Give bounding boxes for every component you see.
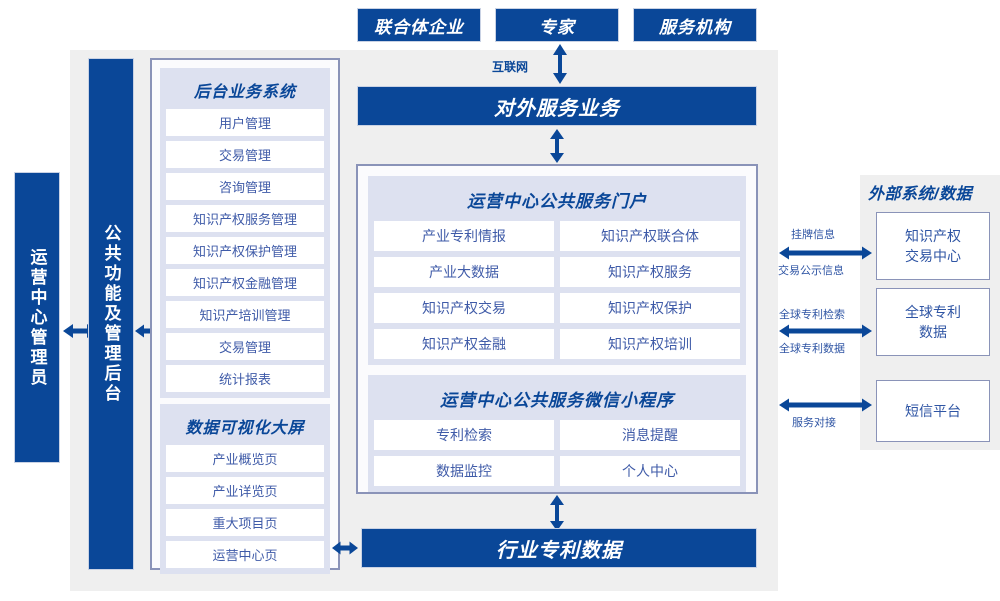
service-cell[interactable]: 知识产权金融	[374, 329, 554, 359]
link-arrow-global-patent	[778, 322, 873, 340]
data-screen-title: 数据可视化大屏	[185, 420, 305, 437]
actor-label: 专家	[539, 17, 575, 37]
link-arrow-ip-exchange	[778, 244, 873, 262]
portal-to-industry-arrow	[545, 494, 569, 532]
service-cell[interactable]: 数据监控	[374, 456, 554, 486]
data-screen-group: 数据可视化大屏 产业概览页产业详览页重大项目页运营中心页	[160, 404, 330, 574]
list-item[interactable]: 知识产权金融管理	[166, 269, 324, 296]
actor-box-service-agency[interactable]: 服务机构	[633, 8, 757, 42]
list-item[interactable]: 交易管理	[166, 141, 324, 168]
external-box-line2: 数据	[919, 324, 947, 340]
internet-label: 互联网	[492, 60, 529, 74]
external-box-line2: 交易中心	[905, 248, 961, 264]
actor-box-expert[interactable]: 专家	[495, 8, 619, 42]
actor-label: 服务机构	[659, 17, 731, 37]
link-label-listing-info: 挂牌信息	[791, 229, 835, 241]
portal-title: 运营中心公共服务门户	[467, 192, 647, 211]
industry-patent-data-label: 行业专利数据	[496, 539, 622, 562]
service-cell[interactable]: 个人中心	[560, 456, 740, 486]
list-item[interactable]: 产业详览页	[166, 477, 324, 504]
column-common-admin[interactable]: 公共功能及管理后台	[88, 58, 134, 570]
internet-arrow-updown	[548, 42, 572, 86]
service-cell[interactable]: 消息提醒	[560, 420, 740, 450]
backend-system-group: 后台业务系统 用户管理交易管理咨询管理知识产权服务管理知识产权保护管理知识产权金…	[160, 68, 330, 398]
external-box-line1: 全球专利	[905, 303, 961, 320]
service-cell[interactable]: 专利检索	[374, 420, 554, 450]
miniprogram-title: 运营中心公共服务微信小程序	[440, 391, 674, 410]
column-common-admin-label: 公共功能及管理后台	[101, 224, 121, 404]
actor-box-consortium[interactable]: 联合体企业	[357, 8, 481, 42]
external-systems-title: 外部系统/数据	[868, 186, 972, 203]
external-box-line1: 知识产权	[905, 227, 961, 244]
list-item[interactable]: 知识产培训管理	[166, 301, 324, 328]
service-cell[interactable]: 知识产权保护	[560, 293, 740, 323]
external-service-label: 对外服务业务	[494, 97, 620, 120]
service-cell[interactable]: 知识产权交易	[374, 293, 554, 323]
link-label-trade-public-info: 交易公示信息	[778, 265, 844, 277]
list-item[interactable]: 交易管理	[166, 333, 324, 360]
list-item[interactable]: 用户管理	[166, 109, 324, 136]
portal-group: 运营中心公共服务门户 产业专利情报知识产权联合体产业大数据知识产权服务知识产权交…	[368, 176, 746, 365]
link-label-service-docking: 服务对接	[792, 417, 836, 429]
backend-system-list: 用户管理交易管理咨询管理知识产权服务管理知识产权保护管理知识产权金融管理知识产培…	[166, 109, 324, 392]
backend-system-title: 后台业务系统	[193, 84, 296, 101]
miniprogram-group: 运营中心公共服务微信小程序 专利检索消息提醒数据监控个人中心	[368, 375, 746, 492]
screen-to-industry-arrow	[331, 537, 359, 559]
miniprogram-grid: 专利检索消息提醒数据监控个人中心	[374, 420, 740, 486]
list-item[interactable]: 运营中心页	[166, 541, 324, 568]
list-item[interactable]: 产业概览页	[166, 445, 324, 472]
list-item[interactable]: 知识产权服务管理	[166, 205, 324, 232]
industry-patent-data-bar[interactable]: 行业专利数据	[361, 528, 757, 568]
link-label-global-patent-search: 全球专利检索	[779, 309, 845, 321]
service-cell[interactable]: 知识产权培训	[560, 329, 740, 359]
external-box-line1: 短信平台	[905, 402, 961, 419]
service-cell[interactable]: 产业大数据	[374, 257, 554, 287]
actor-label: 联合体企业	[374, 17, 464, 37]
list-item[interactable]: 重大项目页	[166, 509, 324, 536]
external-service-bar[interactable]: 对外服务业务	[357, 86, 757, 126]
link-label-global-patent-data: 全球专利数据	[779, 343, 845, 355]
external-box-global-patent[interactable]: 全球专利 数据	[876, 288, 990, 356]
backend-panel-frame: 后台业务系统 用户管理交易管理咨询管理知识产权服务管理知识产权保护管理知识产权金…	[150, 58, 340, 574]
list-item[interactable]: 统计报表	[166, 365, 324, 392]
service-cell[interactable]: 知识产权联合体	[560, 221, 740, 251]
portal-grid: 产业专利情报知识产权联合体产业大数据知识产权服务知识产权交易知识产权保护知识产权…	[374, 221, 740, 359]
list-item[interactable]: 知识产权保护管理	[166, 237, 324, 264]
main-services-frame: 运营中心公共服务门户 产业专利情报知识产权联合体产业大数据知识产权服务知识产权交…	[356, 164, 758, 494]
list-item[interactable]: 咨询管理	[166, 173, 324, 200]
service-to-portal-arrow	[545, 128, 569, 164]
service-cell[interactable]: 产业专利情报	[374, 221, 554, 251]
column-operator[interactable]: 运营中心管理员	[14, 172, 60, 463]
service-cell[interactable]: 知识产权服务	[560, 257, 740, 287]
external-box-sms-platform[interactable]: 短信平台	[876, 380, 990, 442]
data-screen-list: 产业概览页产业详览页重大项目页运营中心页	[166, 445, 324, 568]
link-arrow-sms-platform	[778, 396, 873, 414]
column-operator-label: 运营中心管理员	[27, 247, 47, 388]
external-box-ip-exchange[interactable]: 知识产权 交易中心	[876, 212, 990, 280]
